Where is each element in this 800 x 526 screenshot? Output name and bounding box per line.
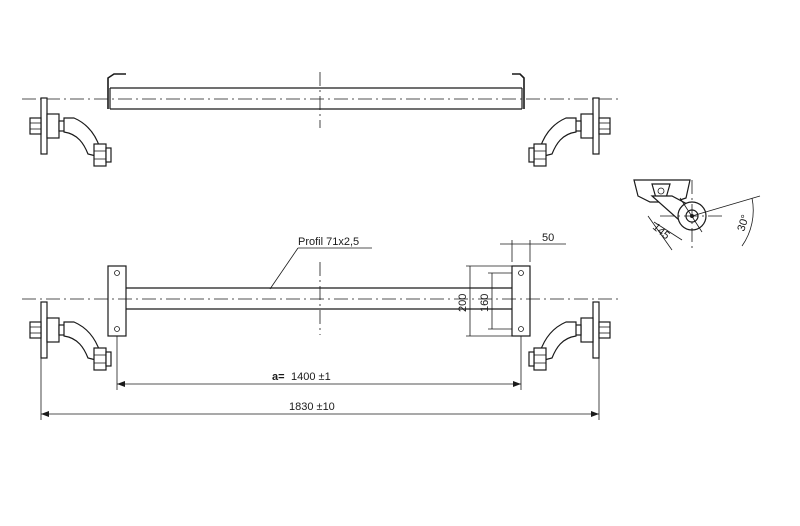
- side-view: 145 30°: [633, 179, 761, 251]
- dim-angle: 30°: [735, 213, 752, 233]
- front-view: Profil 71x2,5 50 200 160 a= 1400 ±1 1830…: [22, 232, 620, 420]
- dim-a-prefix: a=: [272, 371, 285, 383]
- dim-a-value: 1400 ±1: [291, 371, 331, 383]
- dim-total: 1830 ±10: [289, 401, 335, 413]
- dim-bracket-width: 50: [542, 232, 554, 244]
- dim-inner-height: 160: [479, 294, 491, 312]
- dim-outer-height: 200: [457, 294, 469, 312]
- top-view: [22, 72, 620, 167]
- profile-label: Profil 71x2,5: [298, 236, 359, 248]
